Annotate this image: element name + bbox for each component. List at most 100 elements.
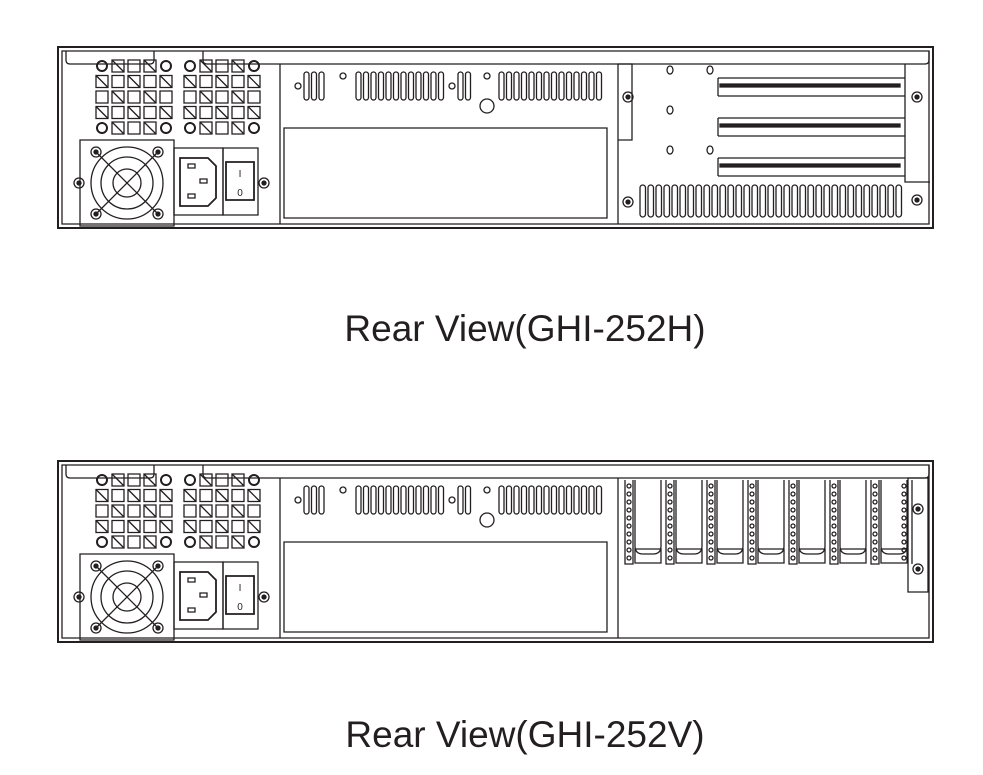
- vent-hole: [791, 484, 795, 488]
- hole: [295, 83, 301, 89]
- grille-cell: [112, 107, 124, 119]
- grille-cell: [216, 521, 228, 533]
- grille-cell: [200, 107, 212, 119]
- slot-cover-foot: [717, 549, 743, 563]
- vent-hole: [832, 548, 836, 552]
- mount-hole: [707, 146, 713, 154]
- grille-cell: [128, 76, 140, 88]
- vent-slot: [896, 185, 902, 217]
- grille-vane: [200, 91, 212, 103]
- grille-cell: [216, 60, 228, 72]
- vent-slot: [529, 486, 534, 514]
- expansion-slot-5: [799, 480, 825, 554]
- hole: [484, 487, 490, 493]
- grille-vane: [112, 505, 124, 517]
- grille-cell: [216, 122, 228, 134]
- grille-cell: [144, 76, 156, 88]
- grille-cell: [128, 60, 140, 72]
- slot-cover-foot: [758, 549, 784, 563]
- screw-center: [94, 626, 98, 630]
- vent-hole: [873, 500, 877, 504]
- screw-icon: [153, 209, 163, 219]
- grille-cell: [144, 505, 156, 517]
- vent-hole: [873, 484, 877, 488]
- vent-hole: [709, 540, 713, 544]
- vent-slot: [688, 185, 694, 217]
- grille-cell: [184, 91, 196, 103]
- grille-vane: [232, 536, 244, 548]
- vent-hole: [750, 556, 754, 560]
- vent-slot: [537, 486, 542, 514]
- vent-slot: [514, 72, 519, 100]
- slot-cover-foot: [676, 549, 702, 563]
- grille-cell: [232, 91, 244, 103]
- expansion-slot-bracket: [720, 84, 900, 87]
- grille-cell: [216, 474, 228, 486]
- vent-slot: [379, 486, 384, 514]
- screw-icon: [623, 197, 633, 207]
- grille-vane: [248, 490, 260, 502]
- grille-vane: [200, 536, 212, 548]
- screw-center: [77, 595, 81, 599]
- vent-hole: [750, 484, 754, 488]
- vent-slot: [499, 486, 504, 514]
- vent-hole: [709, 500, 713, 504]
- vent-hole: [709, 484, 713, 488]
- vent-hole: [709, 516, 713, 520]
- vent-slot: [522, 72, 527, 100]
- vent-slot: [544, 72, 549, 100]
- vent-hole: [709, 492, 713, 496]
- vent-slot: [832, 185, 838, 217]
- vent-slot: [582, 72, 587, 100]
- power-switch: [226, 162, 254, 200]
- grille-cell: [216, 76, 228, 88]
- grille-hole: [249, 537, 259, 547]
- vent-slot: [816, 185, 822, 217]
- grille-cell: [160, 107, 172, 119]
- top-cover-tab: [66, 465, 154, 478]
- grille-cell: [112, 536, 124, 548]
- vent-slot: [589, 486, 594, 514]
- grille-cell: [144, 60, 156, 72]
- inlet-pin: [188, 578, 195, 582]
- vent-slot: [401, 486, 406, 514]
- grille-vane: [128, 521, 140, 533]
- grille-hole: [161, 475, 171, 485]
- grille-vane: [248, 107, 260, 119]
- grille-cell: [112, 76, 124, 88]
- grille-hole: [249, 123, 259, 133]
- chassis-inner-edge: [62, 51, 929, 224]
- grille-cell: [128, 474, 140, 486]
- inlet-pin: [200, 179, 207, 183]
- grille-vane: [128, 107, 140, 119]
- vent-hole: [873, 540, 877, 544]
- grille-cell: [144, 474, 156, 486]
- grille-cell: [200, 474, 212, 486]
- screw-center: [262, 595, 266, 599]
- grille-cell: [128, 107, 140, 119]
- grille-vane: [112, 91, 124, 103]
- vent-slot: [304, 486, 309, 514]
- screw-icon: [153, 623, 163, 633]
- grille-cell: [144, 107, 156, 119]
- hole: [340, 487, 346, 493]
- blank-panel: [284, 128, 607, 218]
- grille-vane: [160, 490, 172, 502]
- vent-hole: [750, 540, 754, 544]
- vent-hole: [750, 532, 754, 536]
- vent-slot: [840, 185, 846, 217]
- screw-icon: [91, 147, 101, 157]
- vent-slot: [552, 486, 557, 514]
- vent-slot: [574, 72, 579, 100]
- grille-vane: [160, 107, 172, 119]
- grille-cell: [216, 505, 228, 517]
- grille-vane: [112, 122, 124, 134]
- vent-hole: [832, 540, 836, 544]
- expansion-slot-1: [718, 78, 905, 96]
- psu-fan-guard-inner: [113, 169, 141, 197]
- grille-cell: [232, 122, 244, 134]
- slot-cover-foot: [635, 549, 661, 563]
- grille-cell: [112, 505, 124, 517]
- grille-vane: [160, 76, 172, 88]
- vent-slot: [559, 486, 564, 514]
